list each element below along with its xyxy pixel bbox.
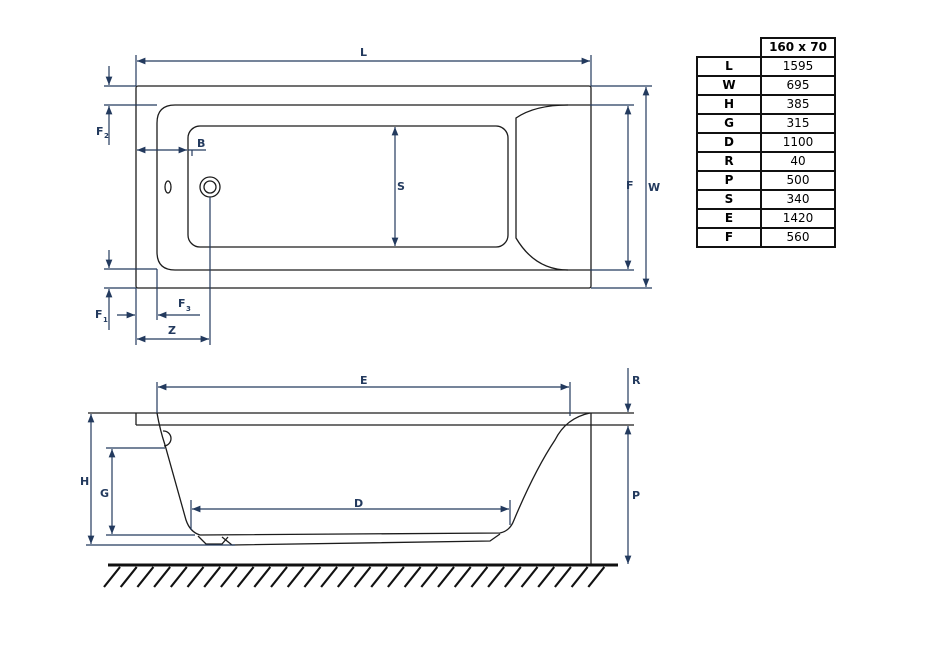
hatch-line [554,566,572,588]
row-key: W [696,75,762,96]
hatch-line [520,566,539,588]
label-F3-sub: 3 [186,305,191,313]
hatch-line [136,566,155,588]
row-value: 40 [760,151,836,172]
row-value: 340 [760,189,836,210]
label-L: L [360,46,367,59]
hatch-line [570,566,589,588]
hatch-line [186,566,205,588]
hatch-line [270,566,288,588]
hatch-line [453,566,472,588]
hatch-line [487,566,505,588]
overflow-icon [164,180,172,194]
table-header-size: 160 x 70 [760,37,836,58]
tub-base [197,533,501,546]
hatch-line [153,566,171,588]
table-corner [697,38,761,57]
row-value: 1420 [760,208,836,229]
hatch-line [336,566,355,588]
row-key: F [696,227,762,248]
row-key: R [696,151,762,172]
row-value: 695 [760,75,836,96]
hatch-line [286,566,305,588]
hatch-line [403,566,422,588]
row-key: G [696,113,762,134]
row-key: E [696,208,762,229]
label-R: R [632,374,641,387]
hatch-line [203,566,222,588]
row-key: H [696,94,762,115]
tub-profile [156,412,591,536]
hatch-line [587,566,606,588]
row-value: 315 [760,113,836,134]
row-key: D [696,132,762,153]
tub-rim-inner-outline [156,104,590,271]
hatch-line [119,566,138,588]
label-B: B [197,137,205,150]
hatch-line [503,566,522,588]
drain-inner-icon [203,180,217,194]
label-G: G [100,487,109,500]
row-value: 385 [760,94,836,115]
side-view: E D H G R P [80,368,641,588]
hatch-line [353,566,372,588]
headrest-outline [515,104,569,271]
hatch-line [420,566,439,588]
hatch-line [437,566,455,588]
label-F: F [626,179,634,192]
hatch-line [303,566,322,588]
hatch-line [470,566,489,588]
label-H: H [80,475,89,488]
row-value: 1100 [760,132,836,153]
label-E: E [360,374,368,387]
hatch-line [169,566,188,588]
hatch-line [103,566,121,588]
overflow-profile [162,430,172,447]
label-W: W [648,181,660,194]
hatch-line [387,566,405,588]
hatch-line [537,566,556,588]
label-S: S [397,180,405,193]
label-Z: Z [168,324,176,337]
floor-hatching [103,566,606,588]
tub-outer-outline [135,85,592,289]
row-key: L [696,56,762,77]
hatch-line [236,566,255,588]
label-F2: F [96,125,104,138]
label-P: P [632,489,640,502]
row-key: S [696,189,762,210]
tub-basin-outline [187,125,509,248]
label-F2-sub: 2 [104,132,109,140]
label-F3: F [178,297,186,310]
label-D: D [354,497,363,510]
hatch-line [253,566,272,588]
top-view: L F W S B F 2 F 1 F [95,46,660,345]
row-value: 500 [760,170,836,191]
label-F1-sub: 1 [103,316,108,324]
row-key: P [696,170,762,191]
label-F1: F [95,308,103,321]
hatch-line [220,566,238,588]
drain-icon [199,176,221,198]
row-value: 1595 [760,56,836,77]
table-header-row: 160 x 70 [697,37,836,58]
row-value: 560 [760,227,836,248]
hatch-line [370,566,389,588]
hatch-line [320,566,338,588]
